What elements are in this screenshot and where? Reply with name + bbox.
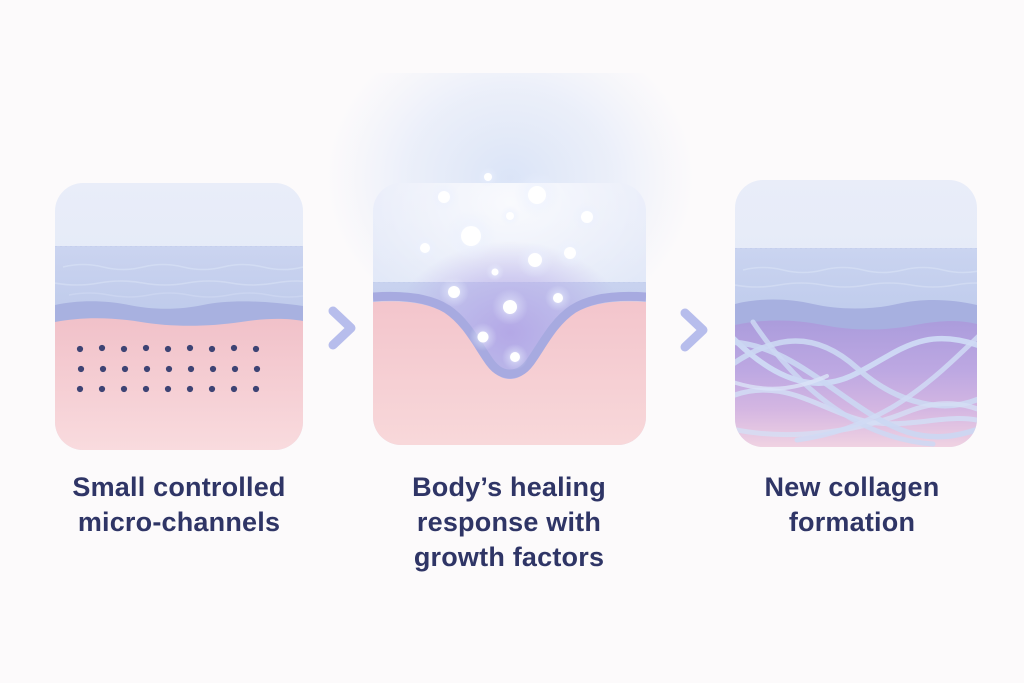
caption-line: growth factors xyxy=(413,542,605,572)
growth-factor-particles xyxy=(412,167,602,370)
caption-line: formation xyxy=(788,507,916,537)
step-2-caption: Body’s healing response with growth fact… xyxy=(359,470,659,575)
caption-line: response with xyxy=(416,507,602,537)
step-1-caption: Small controlled micro-channels xyxy=(29,470,329,540)
caption-line: Small controlled xyxy=(72,472,286,502)
skin-layers xyxy=(735,180,977,447)
caption-line: micro-channels xyxy=(77,507,281,537)
arrow-right-icon xyxy=(649,306,716,359)
collagen-fibers xyxy=(735,319,977,447)
step-3-card xyxy=(735,180,977,452)
caption-line: Body’s healing xyxy=(412,472,606,502)
micro-channel-dots xyxy=(76,344,261,393)
step-3-caption: New collagen formation xyxy=(702,470,1002,540)
skin-cross-section-collagen-illustration xyxy=(735,180,977,447)
skin-cross-section-healing-response-illustration xyxy=(325,18,695,445)
arrow-right-icon xyxy=(297,304,364,357)
caption-line: New collagen xyxy=(764,472,940,502)
skin-cross-section-micro-channels-illustration xyxy=(55,183,303,450)
step-1-card xyxy=(55,183,303,455)
skin-layers xyxy=(55,183,303,450)
skin-layers xyxy=(373,183,646,445)
step-2-card xyxy=(323,18,696,453)
